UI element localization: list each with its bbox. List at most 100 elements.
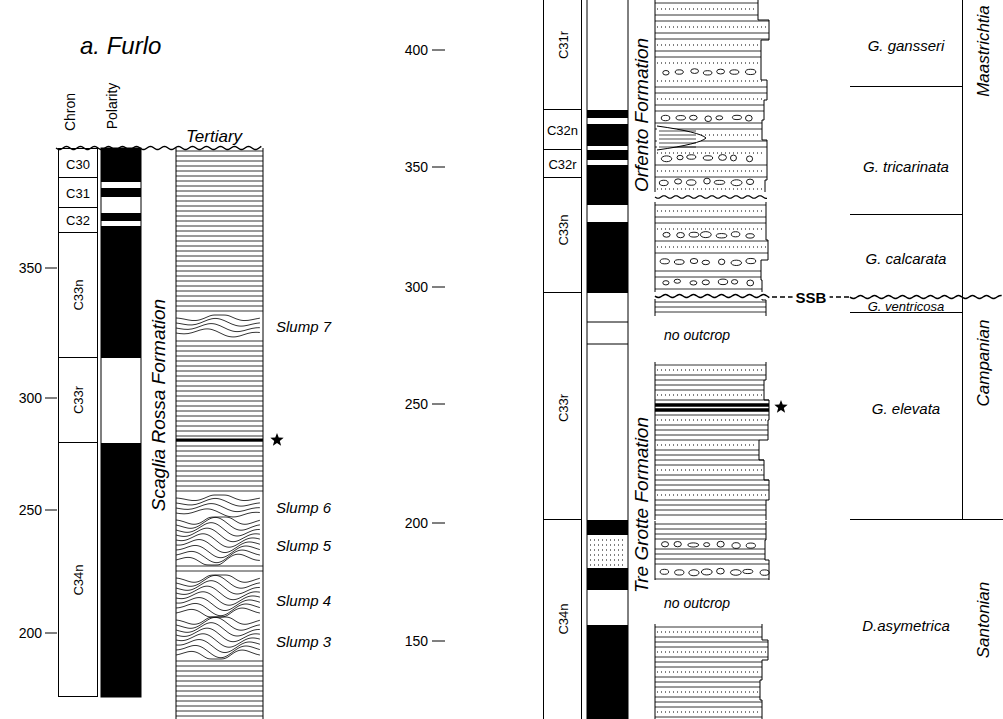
bed-line [176, 426, 263, 427]
pebble [663, 281, 669, 285]
chron-box: C30 [58, 148, 98, 178]
pebble [716, 234, 727, 238]
axis-tick [432, 167, 445, 168]
slump-fold [176, 634, 260, 647]
bed-line [176, 381, 263, 382]
bed-line [176, 236, 263, 237]
lens-bed [659, 135, 696, 136]
pebble [675, 179, 682, 184]
reversed-polarity [587, 0, 628, 110]
depth-number: 350 [19, 261, 42, 275]
chron-name: C31 [66, 187, 90, 200]
reversed-polarity [101, 182, 141, 188]
pebble [719, 155, 727, 161]
bed-line [176, 241, 263, 242]
depth-number: 250 [19, 503, 42, 517]
polarity-frame [587, 0, 628, 719]
panel-title: a. Furlo [80, 34, 161, 58]
pebble [731, 180, 742, 186]
normal-polarity [587, 110, 628, 118]
bed-line [655, 111, 764, 112]
bed-line [655, 51, 761, 52]
bed-line [176, 476, 263, 477]
slump-fold [176, 581, 260, 594]
bed-line [655, 554, 765, 555]
bed-line [655, 682, 760, 683]
bed-line [176, 676, 263, 677]
bed-line [176, 281, 263, 282]
slump-label: Slump 4 [276, 593, 331, 608]
depth-number: 200 [405, 516, 428, 530]
pebble [677, 155, 683, 159]
stage-name: Maastrichtia [975, 5, 992, 97]
slump-fold [176, 534, 260, 547]
pebble [730, 70, 739, 74]
axis-tick [432, 523, 445, 524]
bed-line [176, 301, 263, 302]
slump-label: Slump 5 [276, 538, 331, 553]
bed-line [176, 186, 263, 187]
biozone-name: G. ventricosa [868, 300, 945, 313]
column-heading: Chron [63, 93, 77, 131]
bed-line [655, 539, 766, 540]
slump-fold [176, 517, 260, 530]
pebble [674, 260, 684, 265]
pebble [675, 70, 683, 74]
bed-line [176, 706, 263, 707]
bed-line [176, 356, 263, 357]
bed-line [655, 302, 766, 303]
bed-line [176, 346, 263, 347]
biozone-name: G. tricarinata [863, 159, 949, 174]
pebble [676, 116, 686, 121]
bed-line [655, 707, 762, 708]
bed-line [176, 386, 263, 387]
pebble [705, 116, 712, 122]
bed-line [655, 657, 768, 658]
pebble [702, 260, 709, 264]
slump-fold [176, 528, 260, 542]
bed-line [655, 637, 762, 638]
bed-line [655, 515, 766, 516]
bed-line [655, 312, 766, 313]
biozone-name: D.asymetrica [862, 618, 950, 633]
pebble [700, 232, 711, 238]
sand-dots [657, 469, 762, 470]
sand-dots [590, 549, 625, 550]
star-marker [774, 400, 787, 413]
bed-line [655, 460, 764, 461]
column-edge [655, 299, 656, 316]
pebble [714, 180, 724, 184]
gap-note: no outcrop [664, 328, 730, 342]
axis-tick [432, 404, 445, 405]
pebble [674, 542, 681, 547]
slump-fold [176, 315, 260, 321]
bed-line [655, 3, 758, 4]
pebble [703, 156, 712, 160]
lens-bed [659, 139, 696, 140]
bed-line [176, 266, 263, 267]
pebble [746, 179, 753, 184]
weathered-edge [760, 624, 768, 719]
biozone-box: G. gansseri [850, 0, 962, 87]
bed-line [655, 647, 768, 648]
chron-box: C31r [543, 0, 582, 110]
bed-line [655, 430, 768, 431]
chron-box: C33r [58, 357, 98, 443]
pebble [746, 258, 756, 263]
bed-line [176, 176, 263, 177]
bed-line [655, 385, 764, 386]
slump-fold [176, 324, 260, 332]
bed-line [655, 687, 760, 688]
axis-tick [45, 510, 57, 511]
bed-line [655, 524, 766, 525]
chron-name: C32r [548, 158, 576, 171]
bed-line [176, 246, 263, 247]
pebble [743, 569, 753, 573]
bed-line [655, 271, 761, 272]
slump-fold [176, 608, 260, 617]
pebble [746, 234, 754, 238]
sand-dots [657, 44, 759, 45]
sand-dots [657, 631, 760, 632]
reversed-polarity [587, 146, 628, 150]
bed-line [176, 471, 263, 472]
